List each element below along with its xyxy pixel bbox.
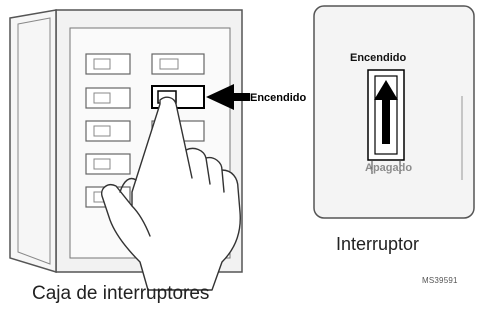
hand-icon: [101, 96, 241, 291]
arrow-left-icon: [206, 84, 250, 110]
breaker: [85, 153, 131, 175]
off-position-label: Apagado: [365, 162, 413, 174]
breaker-box-door: [9, 9, 57, 274]
switch-caption: Interruptor: [336, 234, 420, 254]
on-position-label: Encendido: [350, 52, 407, 64]
on-callout-label: Encendido: [250, 92, 307, 104]
breaker: [85, 53, 131, 75]
breaker: [85, 120, 131, 142]
breaker: [85, 87, 131, 109]
door-inner-edge: [17, 17, 51, 265]
breaker-box-caption: Caja de interruptores: [32, 283, 210, 304]
arrow-up-icon: [374, 80, 398, 144]
figure-code: MS39591: [422, 276, 458, 285]
